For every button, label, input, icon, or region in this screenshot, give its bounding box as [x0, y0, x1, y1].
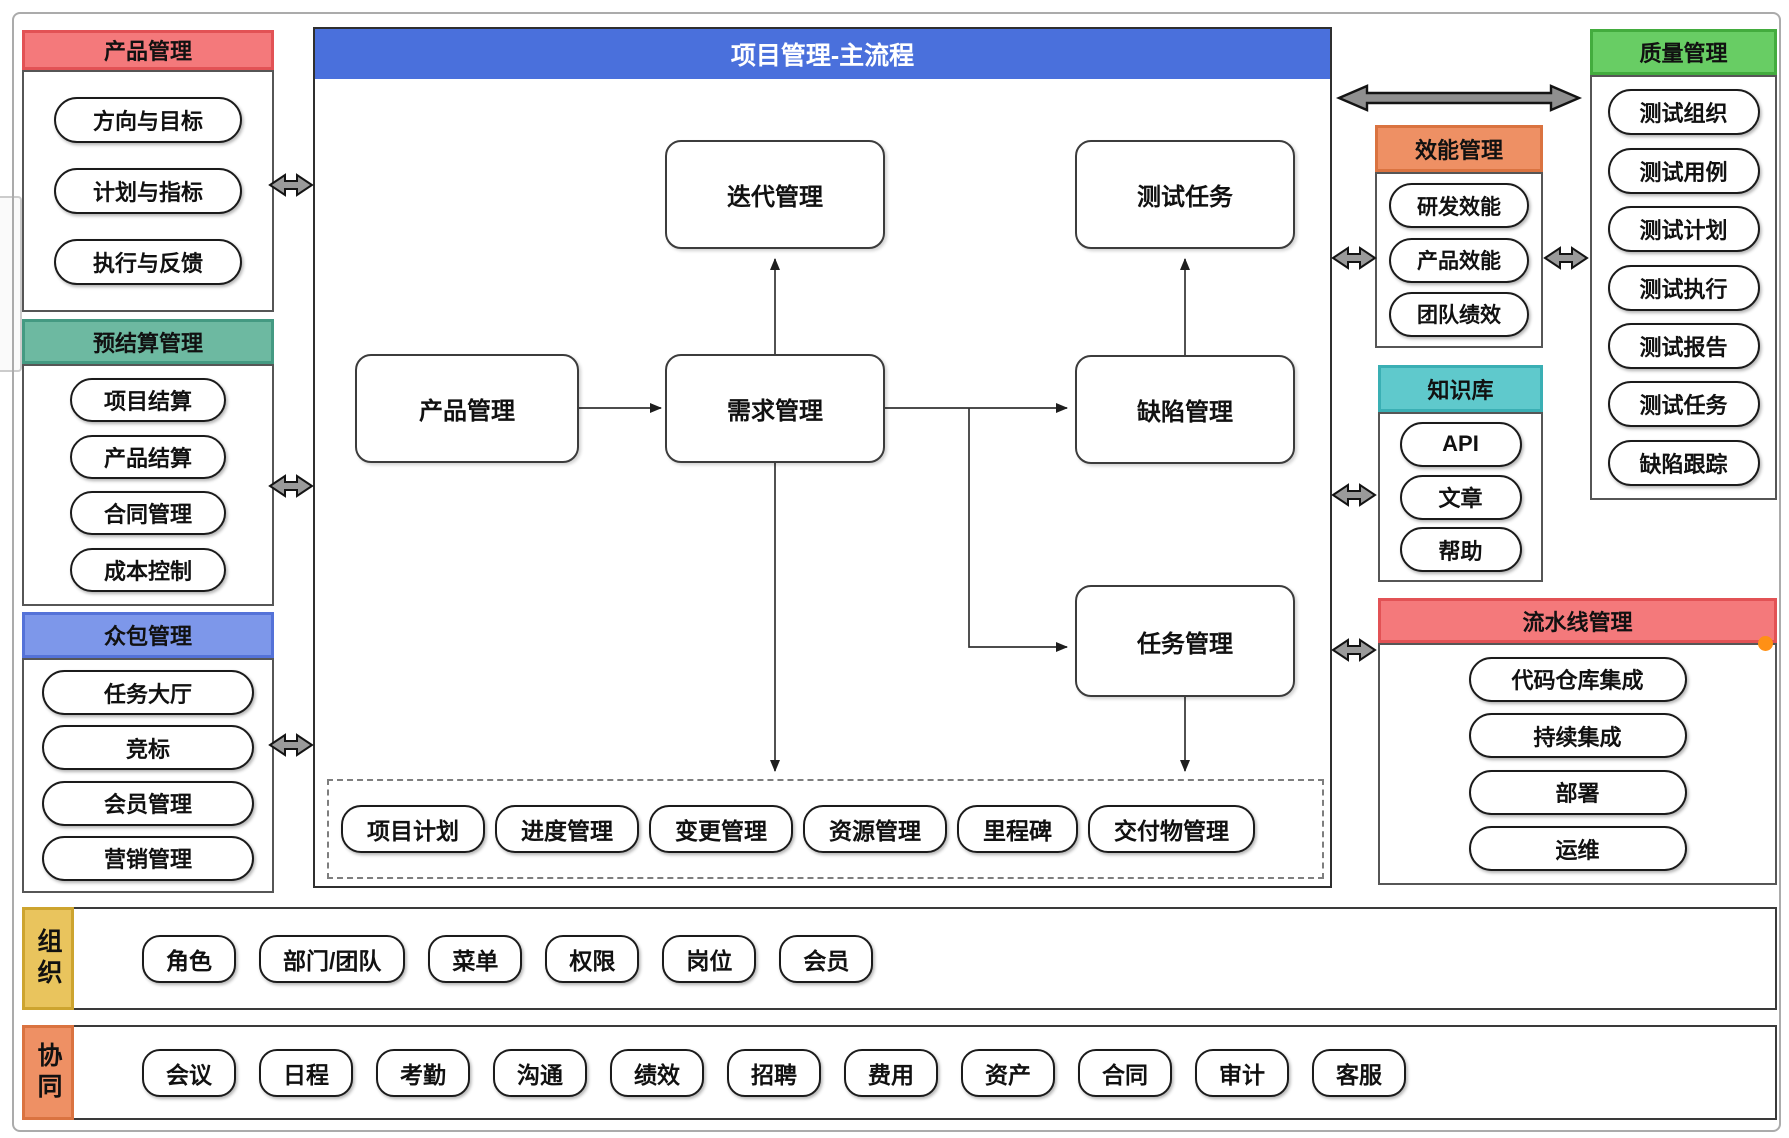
panel-product-management: 产品管理 方向与目标 计划与指标 执行与反馈 [22, 30, 274, 312]
row-tab-collaboration: 协同 [22, 1025, 74, 1120]
diagram-pill: 合同管理 [70, 491, 226, 536]
diagram-pill: 执行与反馈 [54, 239, 242, 285]
double-arrow-icon [267, 731, 315, 759]
panel-crowdsourcing: 众包管理 任务大厅 竞标 会员管理 营销管理 [22, 612, 274, 893]
diagram-pill: 团队绩效 [1389, 291, 1529, 337]
diagram-pill: 岗位 [662, 934, 757, 983]
diagram-pill: 变更管理 [649, 805, 793, 853]
panel-header-pipeline: 流水线管理 [1378, 598, 1777, 643]
diagram-pill: 测试用例 [1607, 147, 1760, 194]
diagram-pill: 日程 [259, 1048, 353, 1097]
diagram-pill: 沟通 [493, 1048, 587, 1097]
diagram-pill: 测试计划 [1607, 206, 1760, 253]
diagram-pill: 角色 [142, 934, 236, 983]
panel-header-crowdsourcing: 众包管理 [22, 612, 274, 658]
main-flow-title: 项目管理-主流程 [315, 29, 1330, 79]
diagram-pill: 考勤 [376, 1048, 470, 1097]
panel-budget-settlement: 预结算管理 项目结算 产品结算 合同管理 成本控制 [22, 319, 274, 606]
outer-frame [12, 12, 1781, 1132]
diagram-pill: 测试报告 [1607, 322, 1760, 369]
panel-pipeline-management: 流水线管理 代码仓库集成 持续集成 部署 运维 [1378, 598, 1777, 885]
diagram-pill: 权限 [545, 934, 640, 983]
diagram-pill: 产品结算 [70, 434, 226, 479]
panel-header-budget-settlement: 预结算管理 [22, 319, 274, 364]
panel-body: API 文章 帮助 [1378, 412, 1543, 582]
double-arrow-icon-large [1335, 82, 1583, 114]
diagram-pill: 会员 [779, 934, 874, 983]
diagram-pill: 研发效能 [1389, 183, 1529, 229]
panel-body: 方向与目标 计划与指标 执行与反馈 [22, 70, 274, 312]
node-product-management: 产品管理 [355, 354, 579, 463]
panel-header-quality: 质量管理 [1590, 29, 1777, 75]
diagram-pill: 部门/团队 [259, 934, 406, 983]
panel-main-flow: 项目管理-主流程 迭代管理 测试任务 产品管理 需求管理 缺陷管理 任务管理 [313, 27, 1332, 888]
diagram-pill: API [1399, 421, 1522, 467]
double-arrow-icon [267, 472, 315, 500]
double-arrow-icon [267, 171, 315, 199]
diagram-pill: 合同 [1078, 1048, 1172, 1097]
diagram-pill: 测试组织 [1607, 89, 1760, 136]
diagram-pill: 资产 [961, 1048, 1055, 1097]
double-arrow-icon [1330, 636, 1378, 664]
panel-efficiency-management: 效能管理 研发效能 产品效能 团队绩效 [1375, 125, 1543, 348]
flow-arrows [579, 258, 1190, 772]
row-organization: 组织 角色 部门/团队 菜单 权限 岗位 会员 [22, 907, 1777, 1010]
node-defect-management: 缺陷管理 [1075, 355, 1295, 464]
diagram-pill: 项目结算 [70, 378, 226, 423]
panel-header-product-management: 产品管理 [22, 30, 274, 70]
diagram-pill: 项目计划 [341, 805, 485, 853]
panel-header-efficiency: 效能管理 [1375, 125, 1543, 172]
diagram-pill: 菜单 [428, 934, 523, 983]
panel-header-knowledge-base: 知识库 [1378, 365, 1543, 412]
panel-quality-management: 质量管理 测试组织 测试用例 测试计划 测试执行 测试报告 测试任务 缺陷跟踪 [1590, 29, 1777, 500]
diagram-pill: 资源管理 [803, 805, 947, 853]
edge-artifact [0, 196, 22, 372]
panel-body: 代码仓库集成 持续集成 部署 运维 [1378, 643, 1777, 885]
row-collaboration: 协同 会议 日程 考勤 沟通 绩效 招聘 费用 资产 合同 审计 客服 [22, 1025, 1777, 1120]
panel-body: 任务大厅 竞标 会员管理 营销管理 [22, 658, 274, 893]
diagram-pill: 部署 [1468, 769, 1687, 815]
panel-body: 研发效能 产品效能 团队绩效 [1375, 172, 1543, 348]
double-arrow-icon [1542, 244, 1590, 272]
node-requirement-management: 需求管理 [665, 354, 885, 463]
diagram-pill: 缺陷跟踪 [1607, 439, 1760, 486]
diagram-pill: 测试执行 [1607, 264, 1760, 311]
double-arrow-icon [1330, 481, 1378, 509]
sub-process-group: 项目计划 进度管理 变更管理 资源管理 里程碑 交付物管理 [327, 779, 1324, 879]
diagram-pill: 会议 [142, 1048, 236, 1097]
diagram-pill: 产品效能 [1389, 237, 1529, 283]
panel-knowledge-base: 知识库 API 文章 帮助 [1378, 365, 1543, 582]
double-arrow-icon [1330, 244, 1378, 272]
panel-body: 测试组织 测试用例 测试计划 测试执行 测试报告 测试任务 缺陷跟踪 [1590, 75, 1777, 500]
panel-body: 项目结算 产品结算 合同管理 成本控制 [22, 364, 274, 606]
diagram-pill: 客服 [1312, 1048, 1406, 1097]
diagram-pill: 交付物管理 [1088, 805, 1255, 853]
diagram-pill: 代码仓库集成 [1468, 656, 1687, 702]
diagram-pill: 帮助 [1399, 527, 1522, 573]
diagram-pill: 文章 [1399, 474, 1522, 520]
diagram-pill: 进度管理 [495, 805, 639, 853]
diagram-pill: 招聘 [727, 1048, 821, 1097]
diagram-pill: 任务大厅 [42, 670, 254, 716]
diagram-pill: 会员管理 [42, 780, 254, 826]
diagram-pill: 营销管理 [42, 835, 254, 881]
diagram-pill: 测试任务 [1607, 381, 1760, 428]
diagram-pill: 成本控制 [70, 547, 226, 592]
pipeline-orange-dot [1758, 636, 1773, 651]
row-tab-organization: 组织 [22, 907, 74, 1010]
diagram-pill: 绩效 [610, 1048, 704, 1097]
diagram-pill: 竞标 [42, 725, 254, 771]
diagram-pill: 审计 [1195, 1048, 1289, 1097]
diagram-pill: 计划与指标 [54, 168, 242, 214]
diagram-pill: 费用 [844, 1048, 938, 1097]
node-task-management: 任务管理 [1075, 585, 1295, 697]
node-iteration-management: 迭代管理 [665, 140, 885, 249]
diagram-pill: 里程碑 [957, 805, 1078, 853]
diagram-pill: 方向与目标 [54, 97, 242, 143]
node-test-task: 测试任务 [1075, 140, 1295, 249]
diagram-pill: 持续集成 [1468, 713, 1687, 759]
diagram-pill: 运维 [1468, 826, 1687, 872]
